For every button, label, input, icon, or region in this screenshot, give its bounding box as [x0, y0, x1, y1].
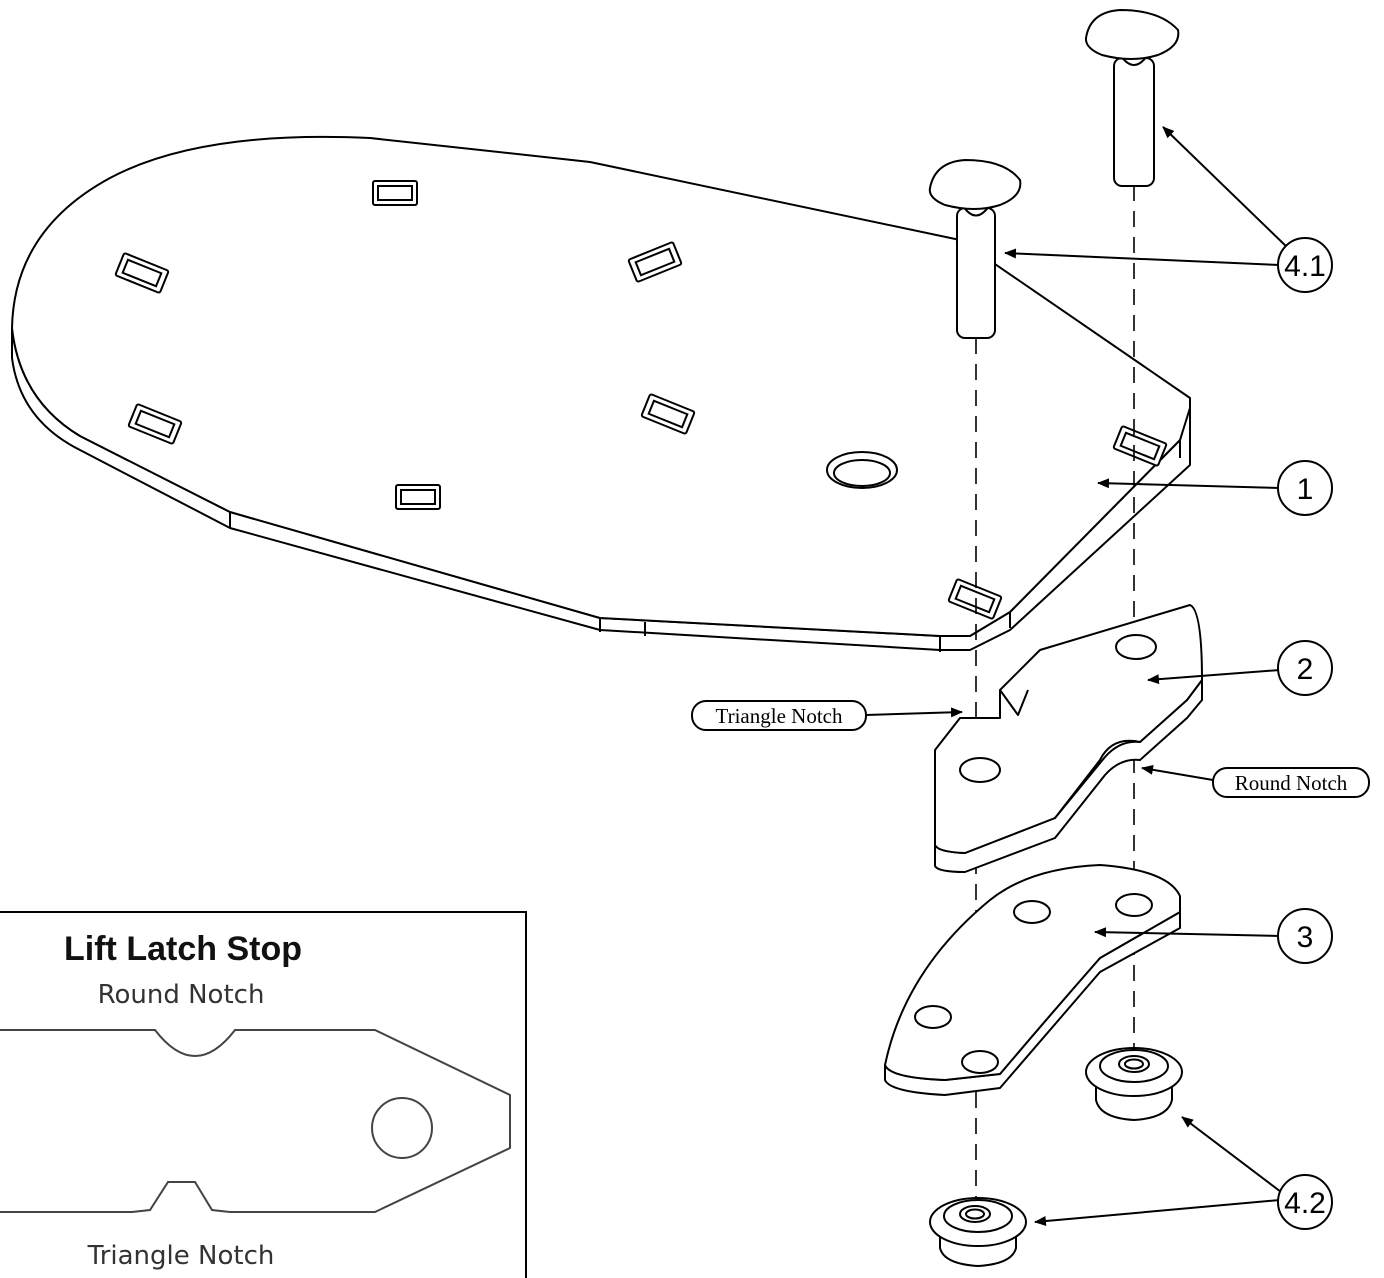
svg-text:Round Notch: Round Notch [1235, 771, 1348, 795]
round-notch-tag: Round Notch [1212, 767, 1370, 798]
arrow-4-2-right [1181, 1116, 1286, 1196]
inset-hole [371, 1097, 433, 1159]
svg-text:2: 2 [1297, 653, 1314, 686]
callout-4-1: 4.1 [1277, 237, 1333, 293]
carriage-bolt-right [1084, 8, 1180, 187]
arc-plate-part-3 [884, 864, 1181, 1096]
arrow-4-1-left [1004, 248, 1281, 266]
base-plate-part-1 [11, 135, 1191, 652]
plate-square-holes [114, 180, 1168, 620]
carriage-bolt-left [928, 158, 1022, 339]
callout-2: 2 [1277, 640, 1333, 696]
callout-3: 3 [1277, 908, 1333, 964]
svg-text:4.2: 4.2 [1284, 1187, 1326, 1220]
flange-nut-left [929, 1197, 1027, 1268]
square-hole [947, 578, 1003, 620]
svg-text:Triangle Notch: Triangle Notch [716, 704, 843, 728]
inset-latch-outline [0, 1029, 511, 1213]
arrow-4-2-left [1034, 1199, 1281, 1226]
lift-latch-stop-inset: Lift Latch Stop Round Notch Triangle Not… [0, 911, 527, 1278]
callout-1: 1 [1277, 460, 1333, 516]
triangle-notch-tag: Triangle Notch [691, 700, 867, 731]
plate-round-hole [826, 451, 898, 489]
svg-text:3: 3 [1297, 921, 1314, 954]
square-hole [640, 393, 696, 435]
arrow-3 [1094, 927, 1281, 938]
arrow-round-notch [1141, 764, 1214, 781]
leader-arrows [865, 126, 1291, 1226]
inset-round-notch-label: Round Notch [98, 980, 265, 1010]
arrow-triangle-notch [865, 707, 963, 718]
square-hole [1112, 425, 1168, 467]
square-hole [127, 403, 183, 445]
arrow-2 [1147, 669, 1281, 685]
arrow-1 [1097, 478, 1281, 489]
inset-triangle-notch-label: Triangle Notch [87, 1241, 275, 1271]
arrow-4-1-right [1162, 126, 1291, 251]
flange-nut-right [1085, 1047, 1183, 1122]
square-hole [372, 180, 418, 206]
square-hole [395, 484, 441, 510]
svg-text:1: 1 [1297, 473, 1314, 506]
callout-4-2: 4.2 [1277, 1174, 1333, 1230]
lift-latch-stop-part-2 [934, 604, 1203, 873]
inset-title: Lift Latch Stop [64, 930, 302, 968]
square-hole [627, 241, 683, 283]
svg-text:4.1: 4.1 [1284, 250, 1326, 283]
square-hole [114, 252, 170, 294]
